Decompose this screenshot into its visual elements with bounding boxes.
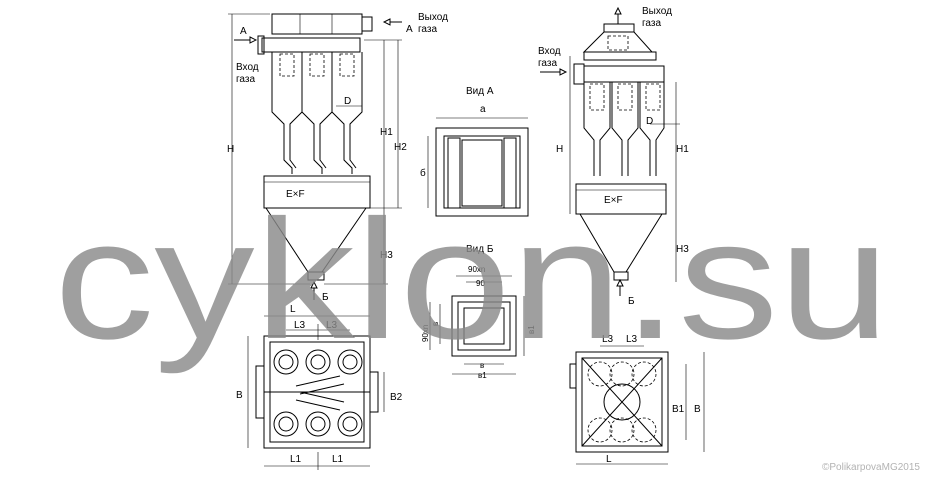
left-plan-view	[247, 315, 385, 470]
outlet-label-line1: Выход	[418, 12, 448, 23]
dim-l1-a: L1	[290, 454, 302, 465]
view-b-title: Вид Б	[466, 244, 494, 255]
dim-b1-right: B1	[672, 404, 685, 415]
dim-b-side: в	[431, 322, 440, 326]
outlet-right-line2: газа	[642, 18, 661, 29]
right-front-view	[540, 6, 680, 296]
view-a	[427, 117, 529, 217]
dim-90xn-top: 90хn	[468, 265, 485, 274]
inlet-label-line1: Вход	[236, 62, 259, 73]
copyright-text: ©PolikarpovaMG2015	[822, 462, 920, 473]
dim-90-top: 90	[476, 279, 485, 288]
right-plan-view	[569, 345, 705, 465]
dim-l-left: L	[290, 304, 296, 315]
dim-l-right: L	[606, 454, 612, 465]
arrow-a-right-label: А	[406, 24, 413, 35]
watermark-text: cyklon.su	[54, 185, 890, 375]
dim-h2: H2	[394, 142, 407, 153]
dim-b-left: B	[236, 390, 243, 401]
inlet-label-line2: газа	[236, 74, 255, 85]
dim-h: H	[227, 144, 234, 155]
dim-d: D	[344, 96, 351, 107]
view-a-title: Вид А	[466, 86, 494, 97]
dim-b1-side: в1	[527, 325, 536, 334]
inlet-right-line2: газа	[538, 58, 557, 69]
left-front-view	[228, 13, 402, 300]
view-b	[429, 275, 525, 375]
dim-exf: E×F	[286, 189, 305, 200]
dim-a: а	[480, 104, 486, 115]
dim-l3-left-b: L3	[326, 320, 338, 331]
outlet-label-line2: газа	[418, 24, 437, 35]
dim-six: б	[420, 167, 426, 179]
dim-l1-b: L1	[332, 454, 344, 465]
dim-h1-right: H1	[676, 144, 689, 155]
dim-90xn-side: 90хn	[421, 325, 430, 342]
dim-l3-right-a: L3	[602, 334, 614, 345]
arrow-b-label: Б	[322, 292, 329, 303]
dim-b2: B2	[390, 392, 403, 403]
outlet-right-line1: Выход	[642, 6, 672, 17]
dim-h1: H1	[380, 127, 393, 138]
arrow-a-left-label: А	[240, 26, 247, 37]
dim-b-bottom: в	[480, 361, 484, 370]
inlet-right-line1: Вход	[538, 46, 561, 57]
dim-b1-bottom: в1	[478, 371, 487, 380]
dim-h-right: H	[556, 144, 563, 155]
arrow-b-right-label: Б	[628, 296, 635, 307]
dim-h3: H3	[380, 250, 393, 261]
dim-exf-right: E×F	[604, 195, 623, 206]
dim-d-right: D	[646, 116, 653, 127]
dim-b-right: B	[694, 404, 701, 415]
dim-l3-left-a: L3	[294, 320, 306, 331]
dim-h3-right: H3	[676, 244, 689, 255]
dim-l3-right-b: L3	[626, 334, 638, 345]
